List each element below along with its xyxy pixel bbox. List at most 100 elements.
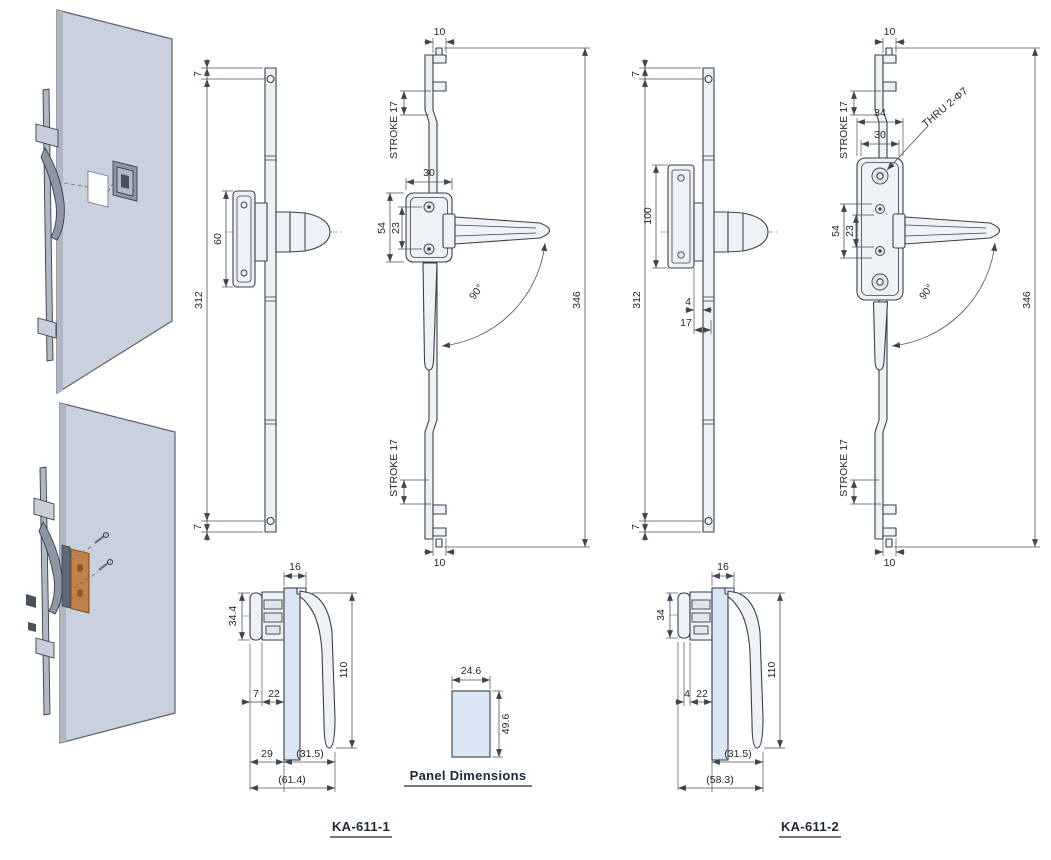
- handle-open-position: [904, 216, 1001, 245]
- dim-61-4-label: (61.4): [278, 774, 305, 786]
- dim-23-label: 23: [844, 225, 856, 237]
- handle-profile: [299, 590, 336, 749]
- rod-guide-bottom: [37, 317, 57, 339]
- dim-22-label: 22: [268, 688, 280, 700]
- dim-7-top-label: 7: [630, 71, 642, 77]
- ka611-1-front-dims: 312 7 7 60: [192, 59, 265, 541]
- dim-7-label: 7: [253, 688, 259, 700]
- dim-10-top-label: 10: [884, 26, 896, 38]
- panel-width-label: 24.6: [461, 665, 482, 677]
- dim-58-3-label: (58.3): [706, 774, 733, 786]
- panel-cutout-rect: [451, 690, 491, 758]
- end-stud-top: [435, 47, 443, 56]
- handle-closed-position: [872, 301, 889, 371]
- latch-rod: [702, 67, 715, 533]
- ka611-1-side-dims: 10 STROKE 17 30 54 23 346 STROKE 17 10: [376, 26, 590, 569]
- dim-10-bottom-label: 10: [884, 557, 896, 569]
- stroke-bottom-label: STROKE 17: [838, 439, 850, 497]
- product-label-ka611-1: KA-611-1: [332, 819, 390, 834]
- cam-bottom-1: [432, 504, 447, 515]
- panel-cutout: [87, 170, 109, 208]
- knob-side: [677, 592, 691, 639]
- dim-7-bottom-label: 7: [192, 524, 204, 530]
- end-stud-top: [885, 47, 893, 56]
- dim-100-label: 100: [642, 207, 654, 225]
- rod-guide-bottom: [35, 637, 55, 659]
- knob: [727, 211, 769, 253]
- panel-section: [283, 587, 301, 761]
- dim-7-top-label: 7: [192, 71, 204, 77]
- dim-54-label: 54: [830, 225, 842, 237]
- cam-bottom-2: [432, 527, 447, 537]
- dim-22-label: 22: [696, 688, 708, 700]
- cam-bottom-1: [882, 504, 897, 515]
- ka611-1-front-view: [225, 67, 342, 533]
- lever-root: [892, 213, 906, 249]
- lever-root: [442, 213, 456, 249]
- latch-rod: [264, 67, 277, 533]
- stroke-bottom-label: STROKE 17: [388, 439, 400, 497]
- base-plate: [61, 544, 71, 609]
- handle-profile: [727, 590, 764, 749]
- dim-23-label: 23: [390, 222, 402, 234]
- cam-bottom-2: [882, 527, 897, 537]
- dim-60-label: 60: [212, 233, 224, 245]
- dim-7-bottom-label: 7: [630, 524, 642, 530]
- dim-10-top-label: 10: [434, 26, 446, 38]
- dim-346-label: 346: [571, 291, 583, 309]
- dim-312-label: 312: [631, 291, 643, 309]
- isometric-view-installed: [35, 9, 173, 395]
- dim-34-label: 34: [874, 107, 886, 119]
- dim-4-label: 4: [684, 688, 690, 700]
- ka611-1-side-view: 90°: [405, 47, 551, 548]
- knob: [289, 211, 331, 253]
- angle-90-label: 90°: [917, 282, 936, 302]
- ka611-2-profile-dims: 34 16 110 4 22 (31.5) (58.3): [655, 561, 785, 792]
- ka611-1-profile-dims: 34.4 16 110 7 22 29 (31.5) (61.4): [227, 561, 357, 792]
- knob-base: [275, 211, 291, 253]
- dim-34-4-label: 34.4: [227, 606, 239, 627]
- dim-110-label: 110: [338, 661, 350, 678]
- product-label-ka611-2: KA-611-2: [781, 819, 839, 834]
- ka611-2-side-view: 90°: [856, 47, 1001, 548]
- dim-17-label: 17: [680, 317, 692, 329]
- dim-29-label: 29: [261, 748, 273, 760]
- panel-dimensions-title: Panel Dimensions: [410, 768, 527, 783]
- mounting-screws: [94, 531, 114, 571]
- angle-90-label: 90°: [467, 282, 486, 302]
- handle-lever: [38, 521, 63, 615]
- rod-hole-bottom: [704, 516, 713, 526]
- housing: [693, 202, 704, 262]
- isometric-view-exploded: [26, 402, 176, 744]
- dim-16-label: 16: [717, 561, 729, 573]
- end-stud-bottom: [885, 538, 893, 548]
- dim-30-label: 30: [874, 129, 886, 141]
- panel-height-label: 49.6: [500, 714, 512, 735]
- thru-hole-callout: THRU 2-Φ7: [920, 85, 970, 130]
- dim-312-label: 312: [193, 291, 205, 309]
- handle-closed-position: [422, 262, 438, 371]
- dim-16-label: 16: [289, 561, 301, 573]
- dim-54-label: 54: [376, 222, 388, 234]
- dim-110-label: 110: [766, 661, 778, 678]
- rod-hole-top: [704, 74, 713, 84]
- dim-34-label: 34: [655, 609, 667, 621]
- rod-hole-top: [266, 74, 275, 84]
- dim-31-5-label: (31.5): [724, 748, 751, 760]
- stroke-top-label: STROKE 17: [388, 101, 400, 159]
- product-labels: KA-611-1 KA-611-2: [330, 819, 841, 838]
- dim-10-bottom-label: 10: [434, 557, 446, 569]
- stroke-top-label: STROKE 17: [838, 101, 850, 159]
- knob-side: [249, 592, 263, 641]
- dim-4-label: 4: [685, 296, 691, 308]
- handle-lever: [40, 147, 65, 241]
- panel-section: [711, 587, 729, 761]
- panel-surface: [56, 9, 173, 395]
- housing: [254, 202, 268, 262]
- ka611-2-front-view: [660, 67, 780, 533]
- cam-top-1: [432, 54, 447, 64]
- cam-top-2: [882, 81, 897, 92]
- handle-open-position: [454, 216, 551, 245]
